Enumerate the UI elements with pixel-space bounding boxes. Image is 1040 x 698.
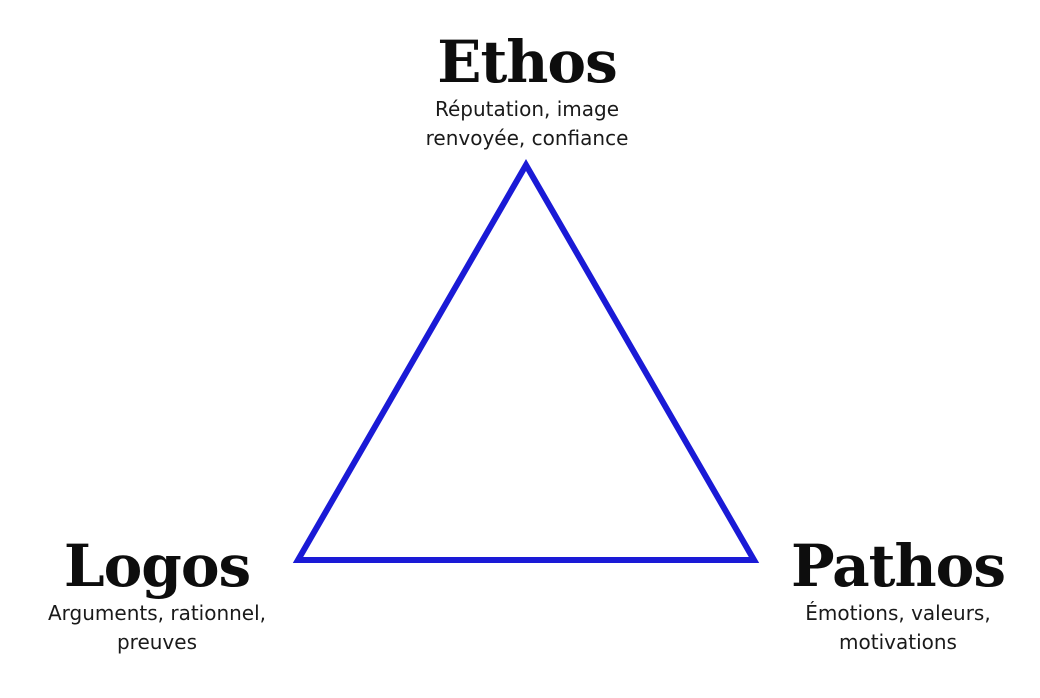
pathos-title: Pathos [791, 532, 1006, 600]
logos-title: Logos [63, 532, 251, 600]
ethos-description-line-2: renvoyée, confiance [425, 126, 629, 150]
pathos-description-line-1: Émotions, valeurs, [805, 601, 991, 625]
logos-description-line-2: preuves [116, 630, 198, 654]
ethos-description: Réputation, image renvoyée, confiance [426, 95, 629, 153]
triangle-outline [292, 158, 760, 563]
ethos-description-line-1: Réputation, image [434, 97, 620, 121]
pathos-description: Émotions, valeurs, motivations [805, 599, 990, 657]
pathos-description-line-2: motivations [839, 630, 957, 654]
logos-description: Arguments, rationnel, preuves [48, 599, 266, 657]
logos-description-line-1: Arguments, rationnel, [47, 601, 267, 625]
ethos-title: Ethos [437, 28, 618, 96]
